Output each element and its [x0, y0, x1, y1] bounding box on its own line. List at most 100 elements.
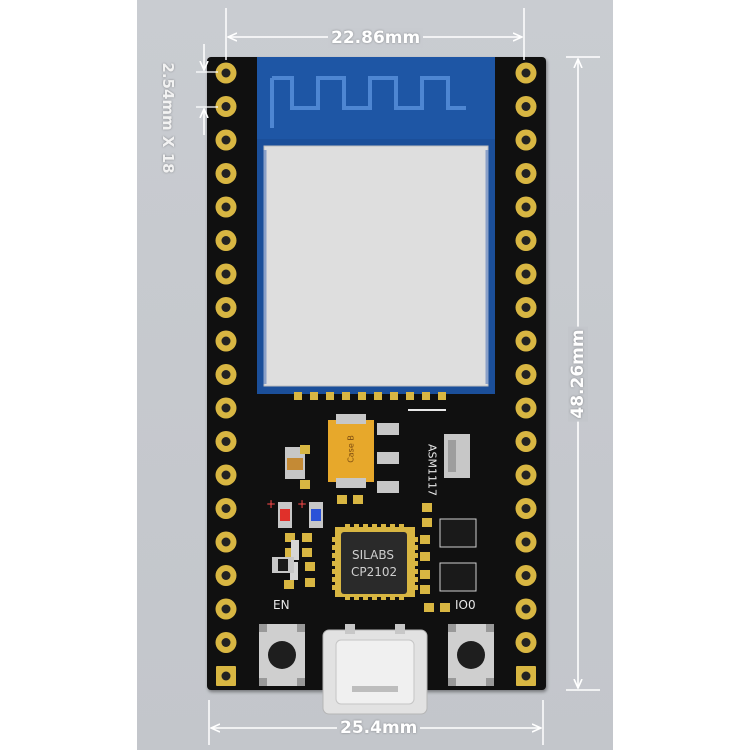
chip-pin — [332, 577, 338, 582]
regulator-label: ASM1117 — [425, 444, 439, 496]
header-pin-hole — [221, 370, 231, 379]
en-button-lug — [297, 678, 305, 686]
chip-pin — [332, 545, 338, 550]
header-pin-hole — [221, 336, 231, 346]
module-bottom-pad — [422, 392, 430, 400]
regulator-pad-1 — [377, 423, 399, 435]
chip-pin — [372, 594, 377, 600]
module-bottom-pad — [342, 392, 350, 400]
chip-pin — [372, 524, 377, 530]
chip-pin — [381, 594, 386, 600]
capacitor-label: Case B — [346, 435, 356, 463]
header-pin-hole — [221, 470, 231, 480]
module-bottom-pad — [390, 392, 398, 400]
antenna-area — [257, 57, 495, 139]
smd-pad — [302, 533, 312, 542]
chip-pin — [412, 553, 418, 558]
header-pin-hole — [221, 537, 231, 547]
micro-usb-connector[interactable] — [322, 624, 428, 715]
header-pin-hole — [521, 437, 531, 446]
smd-pad — [285, 533, 295, 542]
en-button-lug — [297, 624, 305, 632]
smd-pad — [424, 603, 434, 612]
led-blue-plus: + — [297, 497, 308, 511]
usb-pins — [352, 686, 398, 692]
chip-pin — [399, 594, 404, 600]
module-bottom-pad — [310, 392, 318, 400]
io0-button-cap[interactable] — [457, 641, 485, 669]
smd-pad — [420, 552, 430, 561]
en-button-cap[interactable] — [268, 641, 296, 669]
regulator-pad-3 — [377, 481, 399, 493]
inductor-core — [287, 458, 303, 470]
io0-button-lug — [448, 624, 456, 632]
header-pin-hole — [521, 370, 531, 379]
chip-pin — [390, 594, 395, 600]
en-label: EN — [273, 598, 290, 612]
smd-pad — [420, 535, 430, 544]
chip-pin — [412, 585, 418, 590]
module-bottom-pad — [406, 392, 414, 400]
header-pin-hole — [521, 102, 531, 111]
regulator-pad-2 — [377, 452, 399, 464]
regulator-tab-shade — [448, 440, 456, 472]
io0-button[interactable] — [448, 624, 494, 686]
header-pin-hole — [521, 537, 531, 547]
usb-tab — [395, 624, 405, 634]
smd-pad — [422, 518, 432, 527]
header-pin-hole — [221, 68, 231, 78]
smd-pad — [420, 585, 430, 594]
header-pin-hole — [521, 504, 531, 513]
header-pin-hole — [521, 236, 531, 245]
header-pin-hole — [221, 202, 231, 212]
header-pin-hole — [221, 604, 231, 614]
chip-pin — [363, 594, 368, 600]
dim-height-label: 48.26mm — [568, 326, 588, 422]
tantalum-capacitor — [328, 420, 374, 482]
header-pin-hole — [521, 68, 531, 78]
header-pin-hole — [221, 638, 231, 647]
chip-pin — [332, 537, 338, 542]
chip-pin — [412, 561, 418, 566]
header-pin-hole — [521, 470, 531, 480]
header-pin-hole — [221, 571, 231, 580]
smd-pad — [300, 480, 310, 489]
diode-body — [278, 559, 288, 571]
chip-pin — [381, 524, 386, 530]
smd-pad — [302, 548, 312, 557]
io0-label: IO0 — [455, 598, 476, 612]
header-pin-hole — [521, 303, 531, 312]
transistor-q2 — [439, 562, 477, 592]
header-pin-hole — [521, 671, 531, 681]
module-bottom-pads — [294, 392, 446, 400]
smd-pad — [440, 603, 450, 612]
chip-pin — [412, 577, 418, 582]
chip-pin — [412, 569, 418, 574]
smd-pad — [305, 578, 315, 587]
smd-pad — [420, 570, 430, 579]
en-button-lug — [259, 678, 267, 686]
en-button[interactable] — [259, 624, 305, 686]
usb-tab — [345, 624, 355, 634]
antenna-trace — [270, 76, 466, 128]
header-pin-hole — [221, 437, 231, 446]
transistor-q1 — [439, 518, 477, 548]
header-pin-hole — [221, 269, 231, 279]
smd-pad — [285, 548, 295, 557]
header-pin-hole — [221, 403, 231, 413]
smd-pad — [353, 495, 363, 504]
module-bottom-pad — [326, 392, 334, 400]
led-blue — [311, 509, 321, 521]
chip-brand-label: SILABS — [352, 548, 394, 562]
header-pin-hole — [221, 135, 231, 145]
chip-pin — [332, 561, 338, 566]
regulator-tab — [444, 434, 470, 478]
chip-pin — [332, 553, 338, 558]
rf-shield — [263, 145, 489, 387]
chip-pin — [354, 594, 359, 600]
smd-pad — [422, 503, 432, 512]
header-pin-hole — [521, 403, 531, 413]
io0-button-lug — [486, 678, 494, 686]
smd-pad — [305, 562, 315, 571]
